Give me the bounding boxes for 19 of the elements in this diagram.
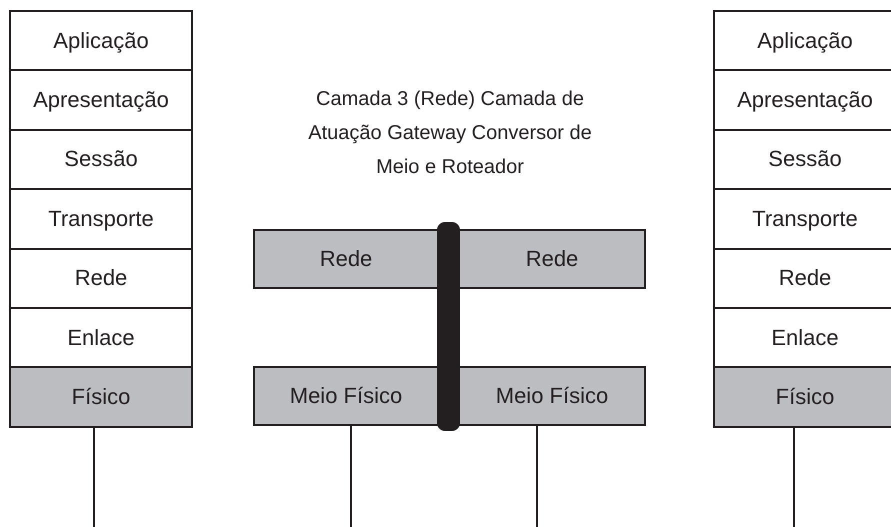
- network-layer-box: Rede: [458, 229, 646, 289]
- gateway-bar: [437, 222, 460, 431]
- layer-box: Transporte: [9, 188, 193, 250]
- layer-box: Sessão: [9, 128, 193, 190]
- layer-caption: Camada 3 (Rede) Camada de Atuação Gateway Conversor de Meio e Roteador: [307, 87, 593, 180]
- connection-line: [93, 428, 95, 527]
- connection-line: [350, 426, 352, 527]
- layer-box: Aplicação: [9, 10, 193, 72]
- physical-layer-box: Físico: [713, 366, 891, 428]
- layer-box: Enlace: [9, 307, 193, 368]
- network-layer-box: Rede: [253, 229, 439, 289]
- physical-medium-box: Meio Físico: [458, 366, 646, 426]
- connection-line: [536, 426, 538, 527]
- layer-box: Aplicação: [713, 10, 891, 72]
- physical-medium-box: Meio Físico: [253, 366, 439, 426]
- physical-layer-box: Físico: [9, 366, 193, 428]
- layer-box: Apresentação: [9, 69, 193, 131]
- layer-box: Rede: [9, 248, 193, 309]
- connection-line: [793, 428, 795, 527]
